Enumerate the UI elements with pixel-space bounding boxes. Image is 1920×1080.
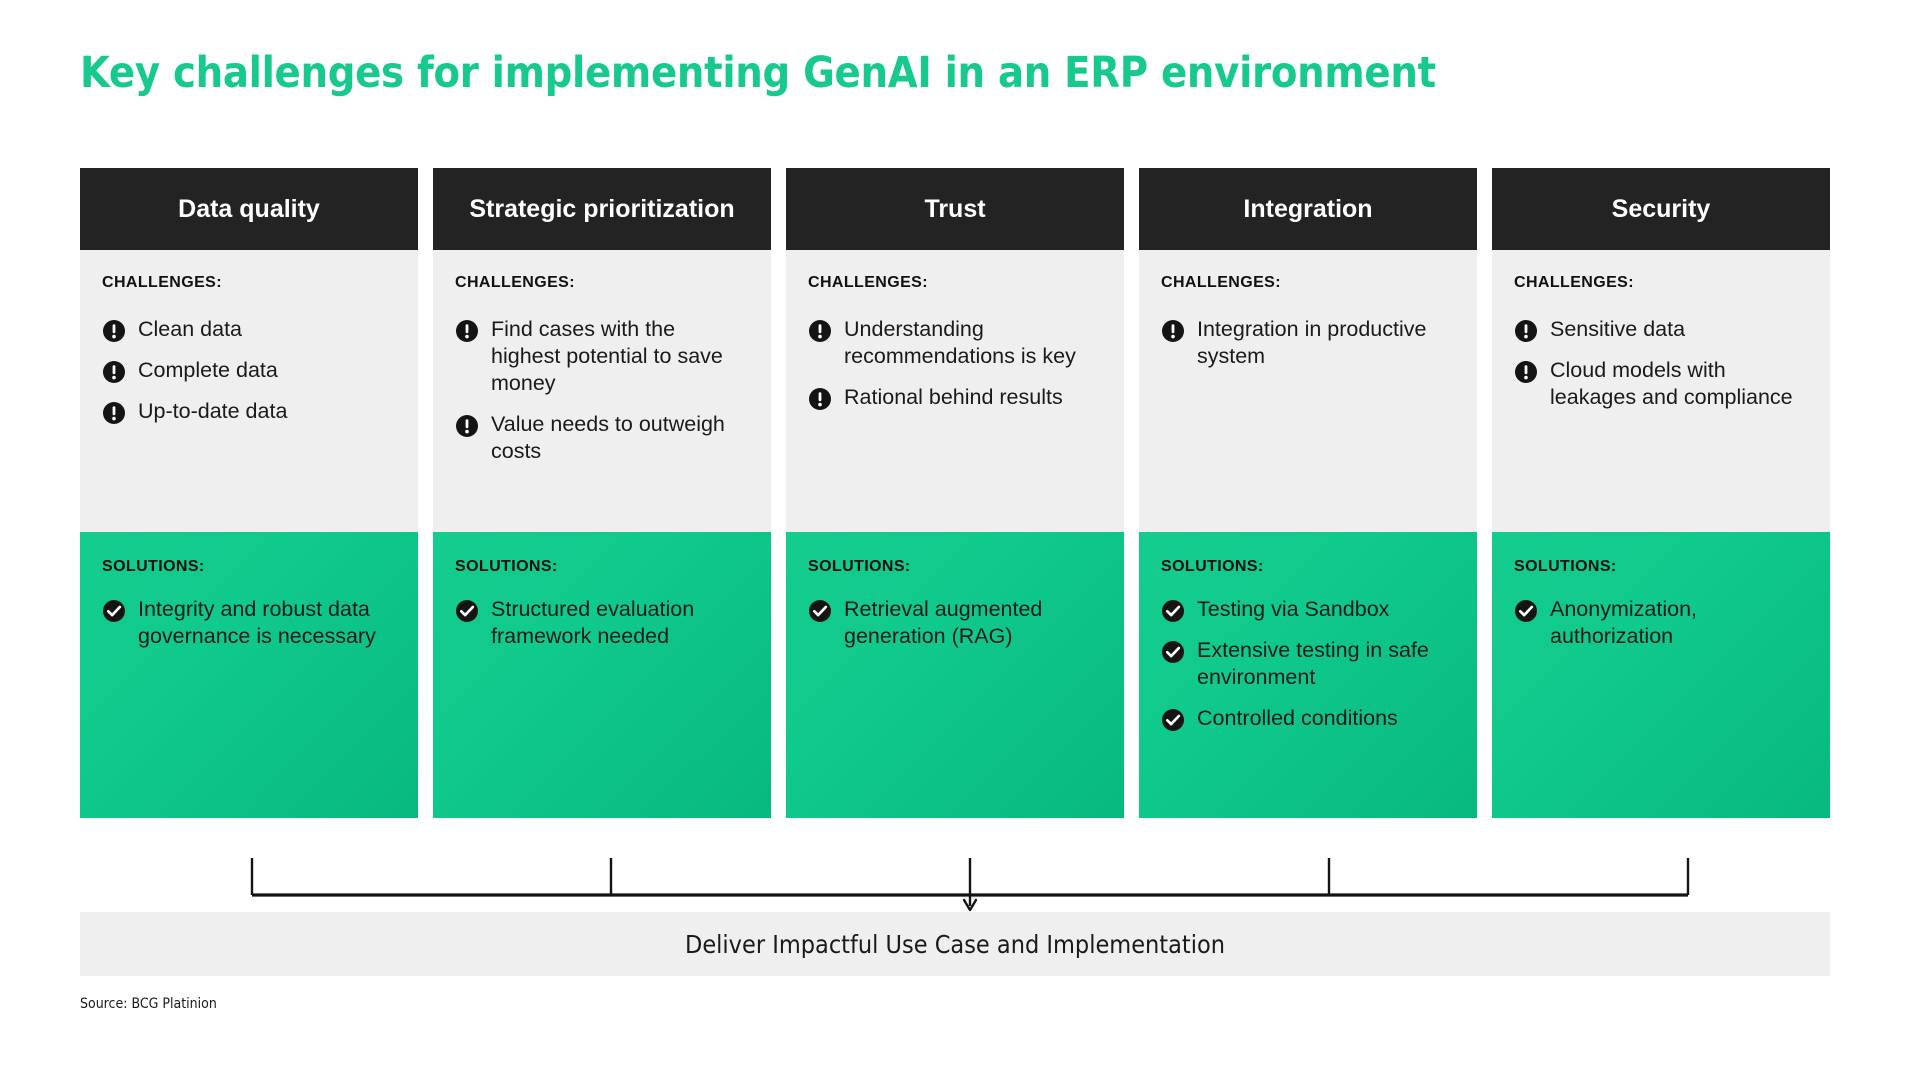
challenge-item: Clean data — [102, 316, 396, 343]
solutions-panel: SOLUTIONS: Retrieval augmented generation… — [786, 532, 1124, 818]
solutions-list: Integrity and robust data governance is … — [102, 596, 396, 650]
exclamation-circle-icon — [1514, 360, 1538, 384]
solution-item: Testing via Sandbox — [1161, 596, 1455, 623]
challenges-label: CHALLENGES: — [808, 274, 928, 291]
solutions-list: Structured evaluation framework needed — [455, 596, 749, 650]
challenge-text: Rational behind results — [844, 385, 1063, 410]
connector-arrow-diagram — [250, 858, 1690, 912]
outcome-banner: Deliver Impactful Use Case and Implement… — [80, 912, 1830, 976]
challenge-item: Up-to-date data — [102, 398, 396, 425]
column-header: Integration — [1139, 168, 1477, 250]
check-circle-icon — [1514, 599, 1538, 623]
solution-item: Retrieval augmented generation (RAG) — [808, 596, 1102, 650]
challenge-item: Sensitive data — [1514, 316, 1808, 343]
challenge-text: Complete data — [138, 358, 278, 383]
challenges-label: CHALLENGES: — [1514, 274, 1634, 291]
check-circle-icon — [1161, 640, 1185, 664]
challenge-item: Complete data — [102, 357, 396, 384]
source-note: Source: BCG Platinion — [80, 996, 217, 1012]
solutions-panel: SOLUTIONS: Structured evaluation framewor… — [433, 532, 771, 818]
solutions-label: SOLUTIONS: — [808, 558, 911, 575]
check-circle-icon — [808, 599, 832, 623]
exclamation-circle-icon — [808, 387, 832, 411]
column-header: Data quality — [80, 168, 418, 250]
challenge-item: Integration in productive system — [1161, 316, 1455, 370]
exclamation-circle-icon — [455, 319, 479, 343]
challenge-text: Understanding recommendations is key — [844, 317, 1076, 369]
challenges-label: CHALLENGES: — [102, 274, 222, 291]
exclamation-circle-icon — [1161, 319, 1185, 343]
challenge-item: Find cases with the highest potential to… — [455, 316, 749, 397]
challenges-label: CHALLENGES: — [455, 274, 575, 291]
challenges-list: Find cases with the highest potential to… — [455, 316, 749, 465]
column-header: Trust — [786, 168, 1124, 250]
solutions-list: Retrieval augmented generation (RAG) — [808, 596, 1102, 650]
outcome-label: Deliver Impactful Use Case and Implement… — [685, 929, 1225, 959]
solution-item: Controlled conditions — [1161, 705, 1455, 732]
solutions-label: SOLUTIONS: — [455, 558, 558, 575]
solution-item: Integrity and robust data governance is … — [102, 596, 396, 650]
solutions-label: SOLUTIONS: — [1514, 558, 1617, 575]
solution-text: Integrity and robust data governance is … — [138, 597, 376, 649]
exclamation-circle-icon — [102, 319, 126, 343]
challenges-list: Integration in productive system — [1161, 316, 1455, 370]
challenges-panel: CHALLENGES: Integration in productive sys… — [1139, 250, 1477, 532]
page-title: Key challenges for implementing GenAI in… — [80, 48, 1436, 98]
solution-text: Anonymization, authorization — [1550, 597, 1697, 649]
solution-item: Structured evaluation framework needed — [455, 596, 749, 650]
solution-item: Extensive testing in safe environment — [1161, 637, 1455, 691]
check-circle-icon — [1161, 599, 1185, 623]
exclamation-circle-icon — [455, 414, 479, 438]
challenges-panel: CHALLENGES: Find cases with the highest p… — [433, 250, 771, 532]
challenge-text: Clean data — [138, 317, 242, 341]
challenge-item: Understanding recommendations is key — [808, 316, 1102, 370]
solution-text: Extensive testing in safe environment — [1197, 638, 1429, 690]
solution-text: Controlled conditions — [1197, 706, 1398, 731]
challenges-panel: CHALLENGES: Understanding recommendations… — [786, 250, 1124, 532]
challenge-text: Up-to-date data — [138, 399, 288, 424]
solution-text: Testing via Sandbox — [1197, 597, 1390, 621]
solutions-label: SOLUTIONS: — [1161, 558, 1264, 575]
check-circle-icon — [455, 599, 479, 623]
solution-text: Structured evaluation framework needed — [491, 597, 695, 649]
check-circle-icon — [1161, 708, 1185, 732]
challenge-text: Sensitive data — [1550, 317, 1686, 341]
challenge-text: Find cases with the highest potential to… — [491, 317, 723, 396]
column-header: Strategic prioritization — [433, 168, 771, 250]
solutions-list: Anonymization, authorization — [1514, 596, 1808, 650]
solutions-panel: SOLUTIONS: Anonymization, authorization — [1492, 532, 1830, 818]
challenge-item: Rational behind results — [808, 384, 1102, 411]
solution-item: Anonymization, authorization — [1514, 596, 1808, 650]
check-circle-icon — [102, 599, 126, 623]
exclamation-circle-icon — [808, 319, 832, 343]
challenge-text: Value needs to outweigh costs — [491, 412, 725, 464]
solutions-label: SOLUTIONS: — [102, 558, 205, 575]
exclamation-circle-icon — [102, 360, 126, 384]
challenge-text: Cloud models with leakages and complianc… — [1550, 358, 1793, 410]
solution-text: Retrieval augmented generation (RAG) — [844, 597, 1043, 649]
challenge-item: Value needs to outweigh costs — [455, 411, 749, 465]
challenges-label: CHALLENGES: — [1161, 274, 1281, 291]
challenge-text: Integration in productive system — [1197, 317, 1427, 369]
exclamation-circle-icon — [1514, 319, 1538, 343]
challenge-item: Cloud models with leakages and complianc… — [1514, 357, 1808, 411]
exclamation-circle-icon — [102, 401, 126, 425]
solutions-panel: SOLUTIONS: Integrity and robust data gove… — [80, 532, 418, 818]
column-header: Security — [1492, 168, 1830, 250]
